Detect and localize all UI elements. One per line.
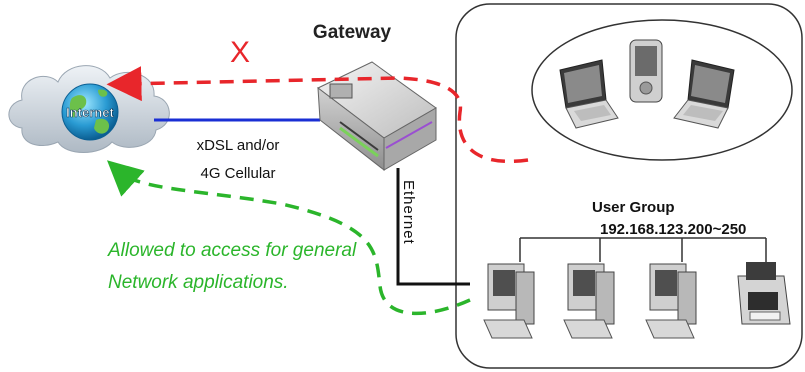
link-label-line1: xDSL and/or [197, 137, 280, 154]
blocked-path-arrow [106, 66, 529, 164]
lan-bus [519, 237, 767, 262]
internet-cloud-icon: Internet [8, 65, 170, 153]
link-label-line2: 4G Cellular [200, 165, 275, 182]
desktop-pc-icon [483, 263, 535, 339]
router-icon [317, 61, 437, 172]
allowed-path-arrow [106, 160, 471, 316]
ethernet-label: Ethernet [400, 180, 417, 245]
ethernet-cable [396, 168, 470, 286]
laptop-icon [673, 59, 735, 129]
gateway-label: Gateway [313, 22, 392, 43]
allowed-label-line2: Network applications. [108, 272, 289, 293]
pda-icon [629, 39, 663, 103]
desktop-pc-icon [645, 263, 697, 339]
internet-label: Internet [66, 105, 114, 120]
laptop-icon [559, 59, 619, 129]
desktop-pc-icon [563, 263, 615, 339]
blocked-mark: X [230, 36, 250, 69]
user-group-label: User Group [592, 199, 675, 216]
ip-range-label: 192.168.123.200~250 [600, 221, 746, 238]
allowed-label-line1: Allowed to access for general [107, 240, 357, 261]
printer-icon [737, 262, 791, 325]
